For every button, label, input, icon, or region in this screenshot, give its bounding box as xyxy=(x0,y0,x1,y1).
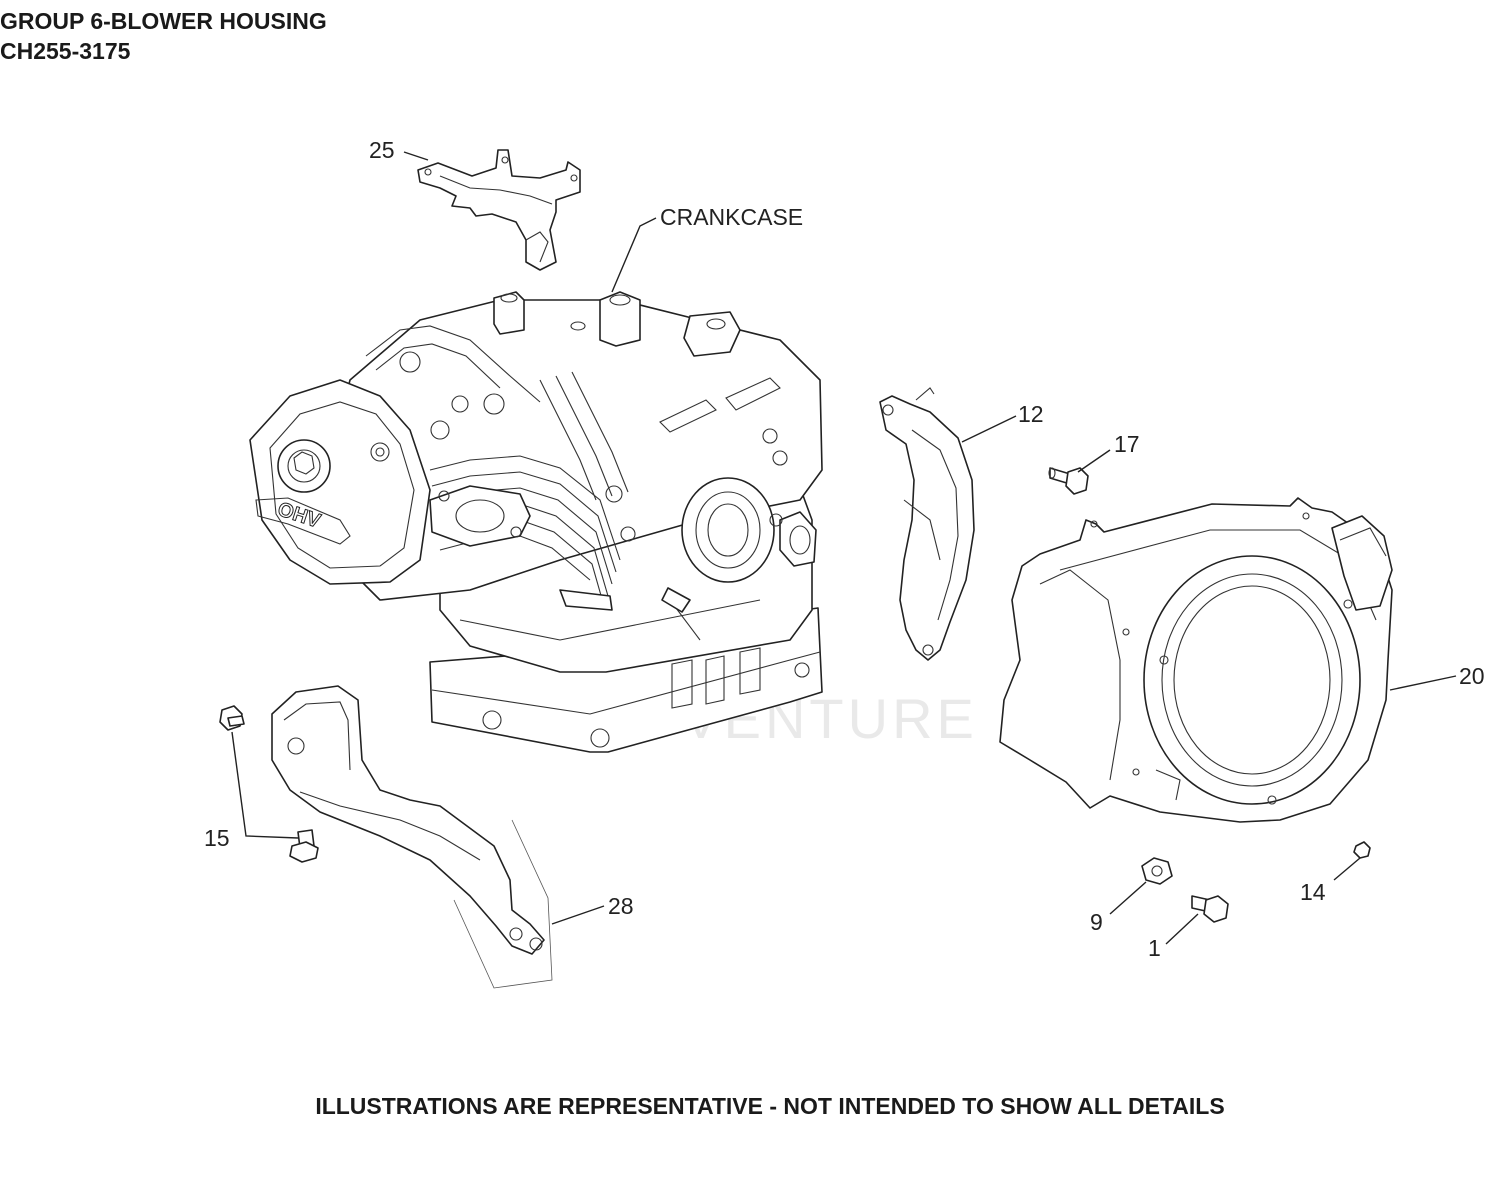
crankcase-label: CRANKCASE xyxy=(660,204,803,230)
part-9-nut[interactable] xyxy=(1141,857,1173,885)
part-20-blower-housing[interactable] xyxy=(999,497,1393,823)
engine-crankcase-assembly: OHV xyxy=(249,291,823,753)
disclaimer-note: ILLUSTRATIONS ARE REPRESENTATIVE - NOT I… xyxy=(315,1093,1225,1119)
part-17-screw[interactable] xyxy=(1048,467,1089,495)
callout-leaders xyxy=(231,151,1457,945)
callout-12: 12 xyxy=(1018,401,1044,427)
model-number: CH255-3175 xyxy=(0,38,131,64)
callout-9: 9 xyxy=(1090,909,1103,935)
callout-25: 25 xyxy=(369,137,395,163)
callout-1: 1 xyxy=(1148,935,1161,961)
part-12-shroud[interactable] xyxy=(879,387,975,661)
part-15-screw-lower[interactable] xyxy=(289,829,319,863)
callout-28: 28 xyxy=(608,893,634,919)
part-15-screw-upper[interactable] xyxy=(219,705,245,731)
group-title: GROUP 6-BLOWER HOUSING xyxy=(0,8,327,34)
part-28-baffle[interactable] xyxy=(271,685,553,989)
callout-17: 17 xyxy=(1114,431,1140,457)
diagram-title-block: GROUP 6-BLOWER HOUSING CH255-3175 xyxy=(0,6,327,66)
callout-14: 14 xyxy=(1300,879,1326,905)
callout-20: 20 xyxy=(1459,663,1485,689)
part-1-bolt[interactable] xyxy=(1191,895,1229,923)
part-25-bracket[interactable] xyxy=(417,149,581,271)
callout-15: 15 xyxy=(204,825,230,851)
part-14-screw[interactable] xyxy=(1353,841,1371,859)
